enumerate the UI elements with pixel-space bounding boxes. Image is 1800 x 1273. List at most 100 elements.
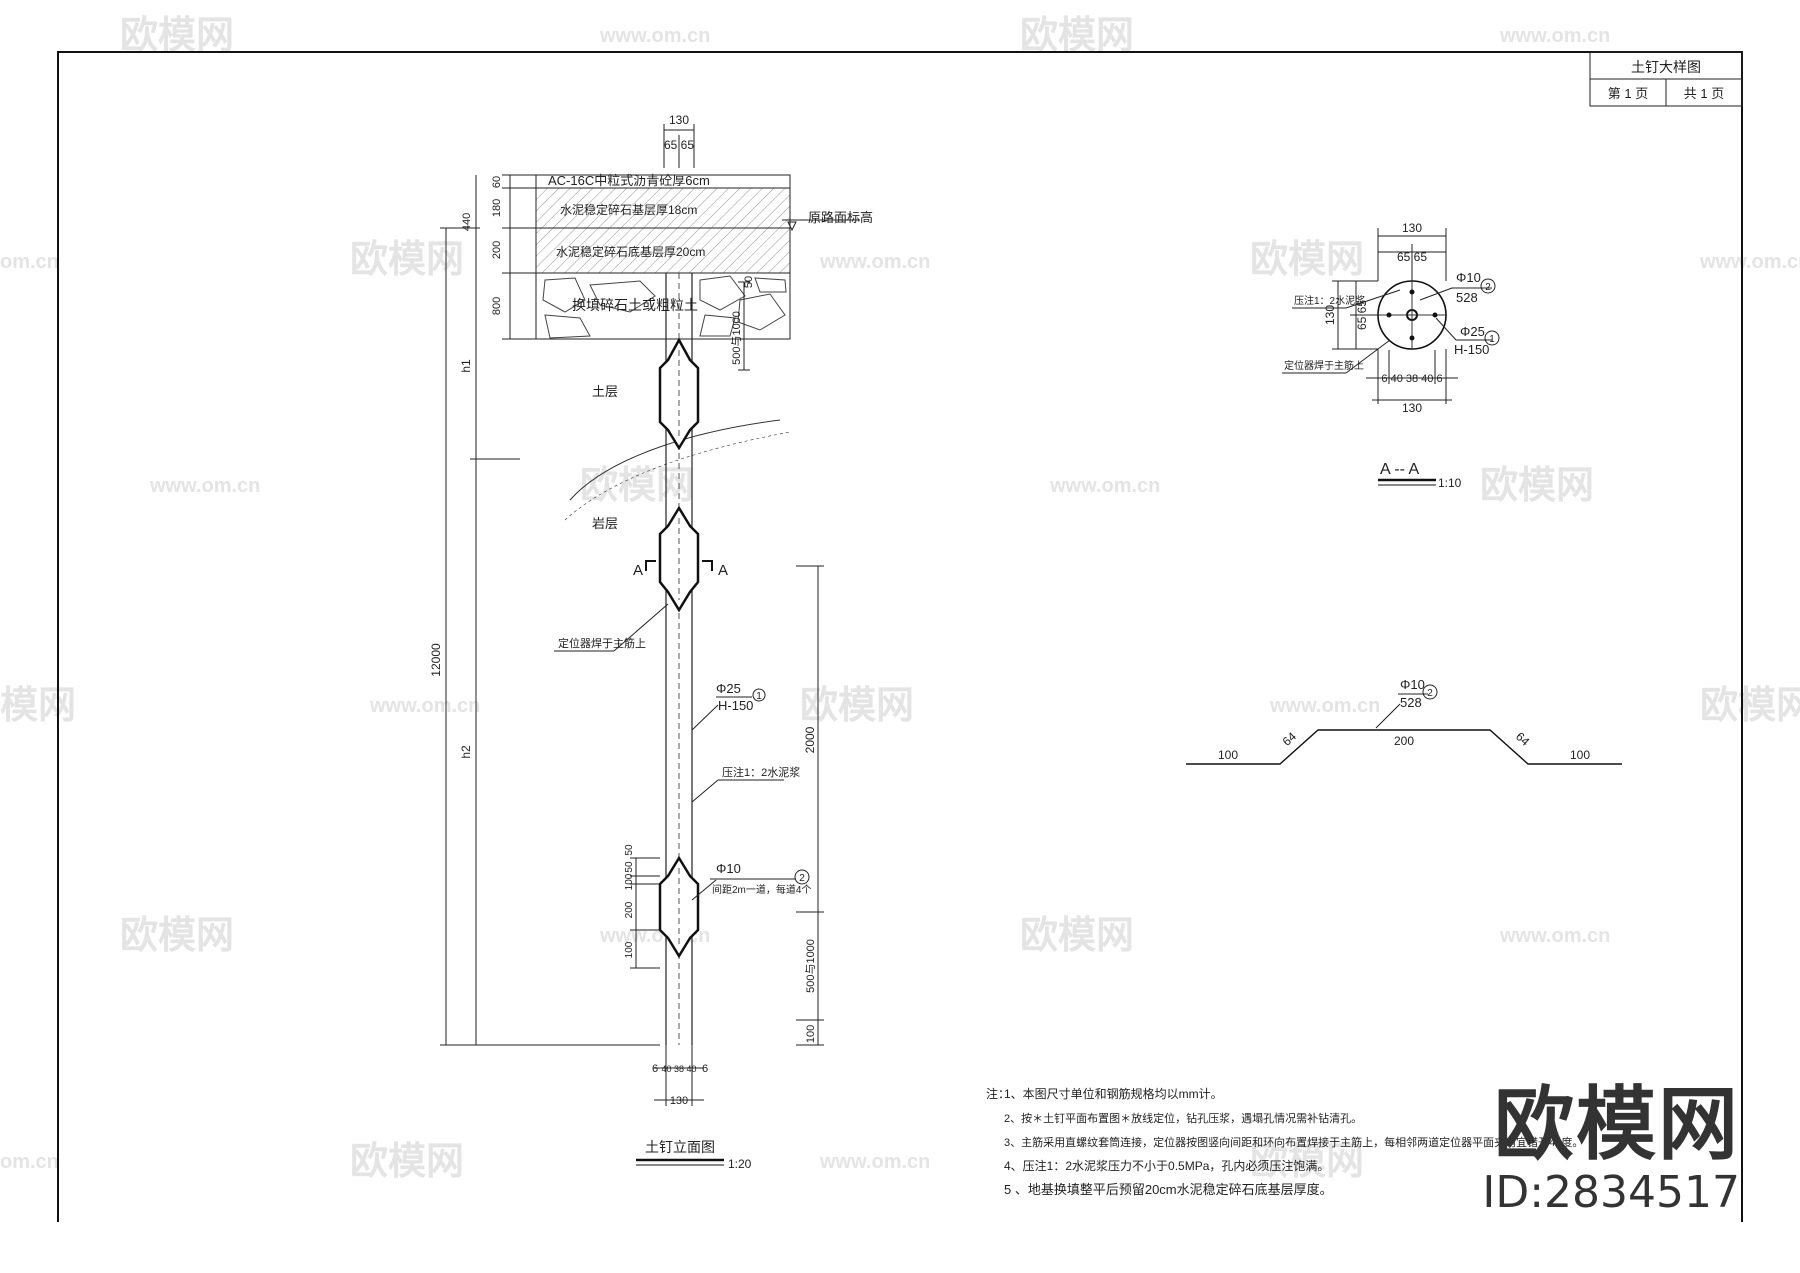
layer-base-18: 水泥稳定碎石基层厚18cm (560, 202, 697, 217)
stratum-rock: 岩层 (592, 516, 618, 531)
dim-12000: 12000 (429, 643, 443, 677)
dim-50b: 50 (624, 844, 635, 856)
dim-100b: 100 (624, 941, 635, 958)
watermark-logo: 欧模网 (350, 1141, 464, 1183)
bent-bar-detail: 100 64 200 64 100 Φ10 528 2 (1186, 677, 1622, 765)
dim-h2: h2 (459, 745, 473, 759)
section-dim-top-parts: 65 65 (1397, 250, 1427, 264)
dim-h1: h1 (459, 359, 473, 373)
watermark-url-fragment: om.cn (0, 1151, 59, 1173)
dim-top-halves: 65 65 (664, 138, 694, 152)
main-bar-h150: H-150 (718, 698, 753, 713)
watermark-url: www.om.cn (1269, 695, 1380, 717)
notes-prefix: 注： (986, 1086, 1010, 1101)
watermark-logo: 欧模网 (350, 239, 464, 281)
watermark-logo: 欧模网 (1480, 465, 1594, 507)
watermark-logo: 欧模网 (120, 15, 234, 57)
drawing-title: 土钉大样图 (1631, 59, 1701, 75)
watermark-logo: 欧模网 (1700, 685, 1800, 727)
bar-slope-left: 64 (1280, 729, 1300, 749)
watermark-logo: 欧模网 (580, 465, 694, 507)
dim-50a: 50 (624, 861, 635, 873)
dim-500-1000-top: 500与1000 (730, 311, 743, 365)
road-level-label: 原路面标高 (808, 210, 873, 225)
elevation-scale: 1:20 (728, 1157, 752, 1171)
section-positioner-label: 定位器焊于主筋上 (1284, 359, 1364, 372)
section-title: A -- A (1380, 461, 1419, 478)
stratum-soil: 土层 (592, 384, 618, 399)
title-block: 土钉大样图 第 1 页 共 1 页 (1589, 51, 1743, 107)
soil-nail-elevation: 130 65 65 AC-16C中粒式沥青砼厚6cm 水泥稳定碎石基层厚18cm… (429, 113, 873, 1171)
bar-seg-left: 100 (1218, 748, 1238, 762)
section-dim-left-total: 130 (1323, 305, 1337, 325)
dim-bottom-6-left: 6 (652, 1063, 658, 1075)
watermark-logo: 欧模网 (1250, 1141, 1364, 1183)
dim-500-1000-bottom: 500与1000 (804, 939, 817, 993)
watermark-url: www.om.cn (1049, 475, 1160, 497)
callout-2: 2 (799, 873, 805, 884)
rubble-fill (542, 275, 787, 339)
section-phi25: Φ25 (1460, 324, 1485, 339)
page-number: 第 1 页 (1608, 86, 1648, 101)
note-5: 5 、地基换填整平后预留20cm水泥稳定碎石底基层厚度。 (1004, 1182, 1333, 1197)
sheet-border (57, 51, 1743, 1222)
note-4: 4、压注1：2水泥浆压力不小于0.5MPa，孔内必须压注饱满。 (1004, 1158, 1329, 1173)
section-dim-left-parts: 65 65 (1355, 300, 1369, 330)
section-mark-left: A (633, 562, 643, 579)
watermark-url: www.om.cn (819, 1151, 930, 1173)
dim-440: 440 (461, 213, 473, 231)
note-1: 1、本图尺寸单位和钢筋规格均以mm计。 (1004, 1086, 1223, 1101)
section-callout-2: 2 (1485, 282, 1491, 293)
callout-1: 1 (756, 691, 762, 702)
bar-phi10: Φ10 (1400, 677, 1425, 692)
section-phi10: Φ10 (1456, 270, 1481, 285)
brand-stamp: 欧模网 ID:2834517 (1482, 1082, 1740, 1218)
dim-top-total: 130 (669, 113, 689, 127)
watermark-url: www.om.cn (1499, 25, 1610, 47)
note-2: 2、按＊土钉平面布置图＊放线定位，钻孔压浆，遇塌孔情况需补钻清孔。 (1004, 1111, 1362, 1125)
watermark-url: www.om.cn (149, 475, 260, 497)
dim-200: 200 (491, 241, 503, 259)
section-scale: 1:10 (1438, 476, 1462, 490)
watermark-url: www.om.cn (1699, 251, 1800, 273)
positioner-spacing: 间距2m一道，每道4个 (712, 883, 811, 896)
watermark-logo: 欧模网 (120, 915, 234, 957)
dim-100a: 100 (624, 873, 635, 890)
grout-label: 压注1：2水泥浆 (722, 765, 800, 779)
watermark-logo: 欧模网 (1020, 15, 1134, 57)
bar-seg-right: 100 (1570, 748, 1590, 762)
dim-800: 800 (491, 297, 503, 315)
main-bar-phi25: Φ25 (716, 681, 741, 696)
dim-100: 100 (805, 1025, 817, 1043)
watermark-url: www.om.cn (819, 251, 930, 273)
dim-180: 180 (491, 199, 503, 217)
dim-50-top: 50 (743, 276, 755, 288)
layer-asphalt: AC-16C中粒式沥青砼厚6cm (548, 173, 710, 188)
watermark-layer: 欧模网 www.om.cn 欧模网 www.om.cn om.cn 欧模网 ww… (0, 15, 1800, 1183)
dim-60: 60 (491, 176, 503, 188)
dim-bottom-center: 40 38 40 (661, 1064, 696, 1074)
brand-id: ID:2834517 (1482, 1167, 1740, 1218)
section-h150: H-150 (1454, 342, 1489, 357)
section-mark-right: A (718, 562, 728, 579)
dim-200-local: 200 (624, 901, 635, 918)
dim-bottom-6-right: 6 (702, 1063, 708, 1075)
section-dim-bottom-parts: 6 40 38 40 6 (1381, 373, 1442, 385)
section-len528: 528 (1456, 290, 1478, 305)
dim-2000: 2000 (803, 726, 817, 753)
watermark-logo: 欧模网 (800, 685, 914, 727)
section-dim-bottom-total: 130 (1402, 401, 1422, 415)
section-a-a: 130 65 65 130 65 65 6 40 38 40 6 130 压注1… (1282, 221, 1500, 490)
watermark-logo: 欧模网 (1250, 239, 1364, 281)
section-grout-label: 压注1：2水泥浆 (1294, 294, 1365, 307)
watermark-url-fragment: om.cn (0, 251, 59, 273)
bar-slope-right: 64 (1513, 729, 1533, 749)
bar-len528: 528 (1400, 695, 1422, 710)
watermark-url: www.om.cn (599, 25, 710, 47)
bar-seg-mid: 200 (1394, 734, 1414, 748)
dim-bottom-total: 130 (670, 1095, 688, 1107)
section-callout-1: 1 (1489, 334, 1495, 345)
elevation-caption: 土钉立面图 (645, 1139, 715, 1155)
page-total: 共 1 页 (1684, 86, 1724, 101)
